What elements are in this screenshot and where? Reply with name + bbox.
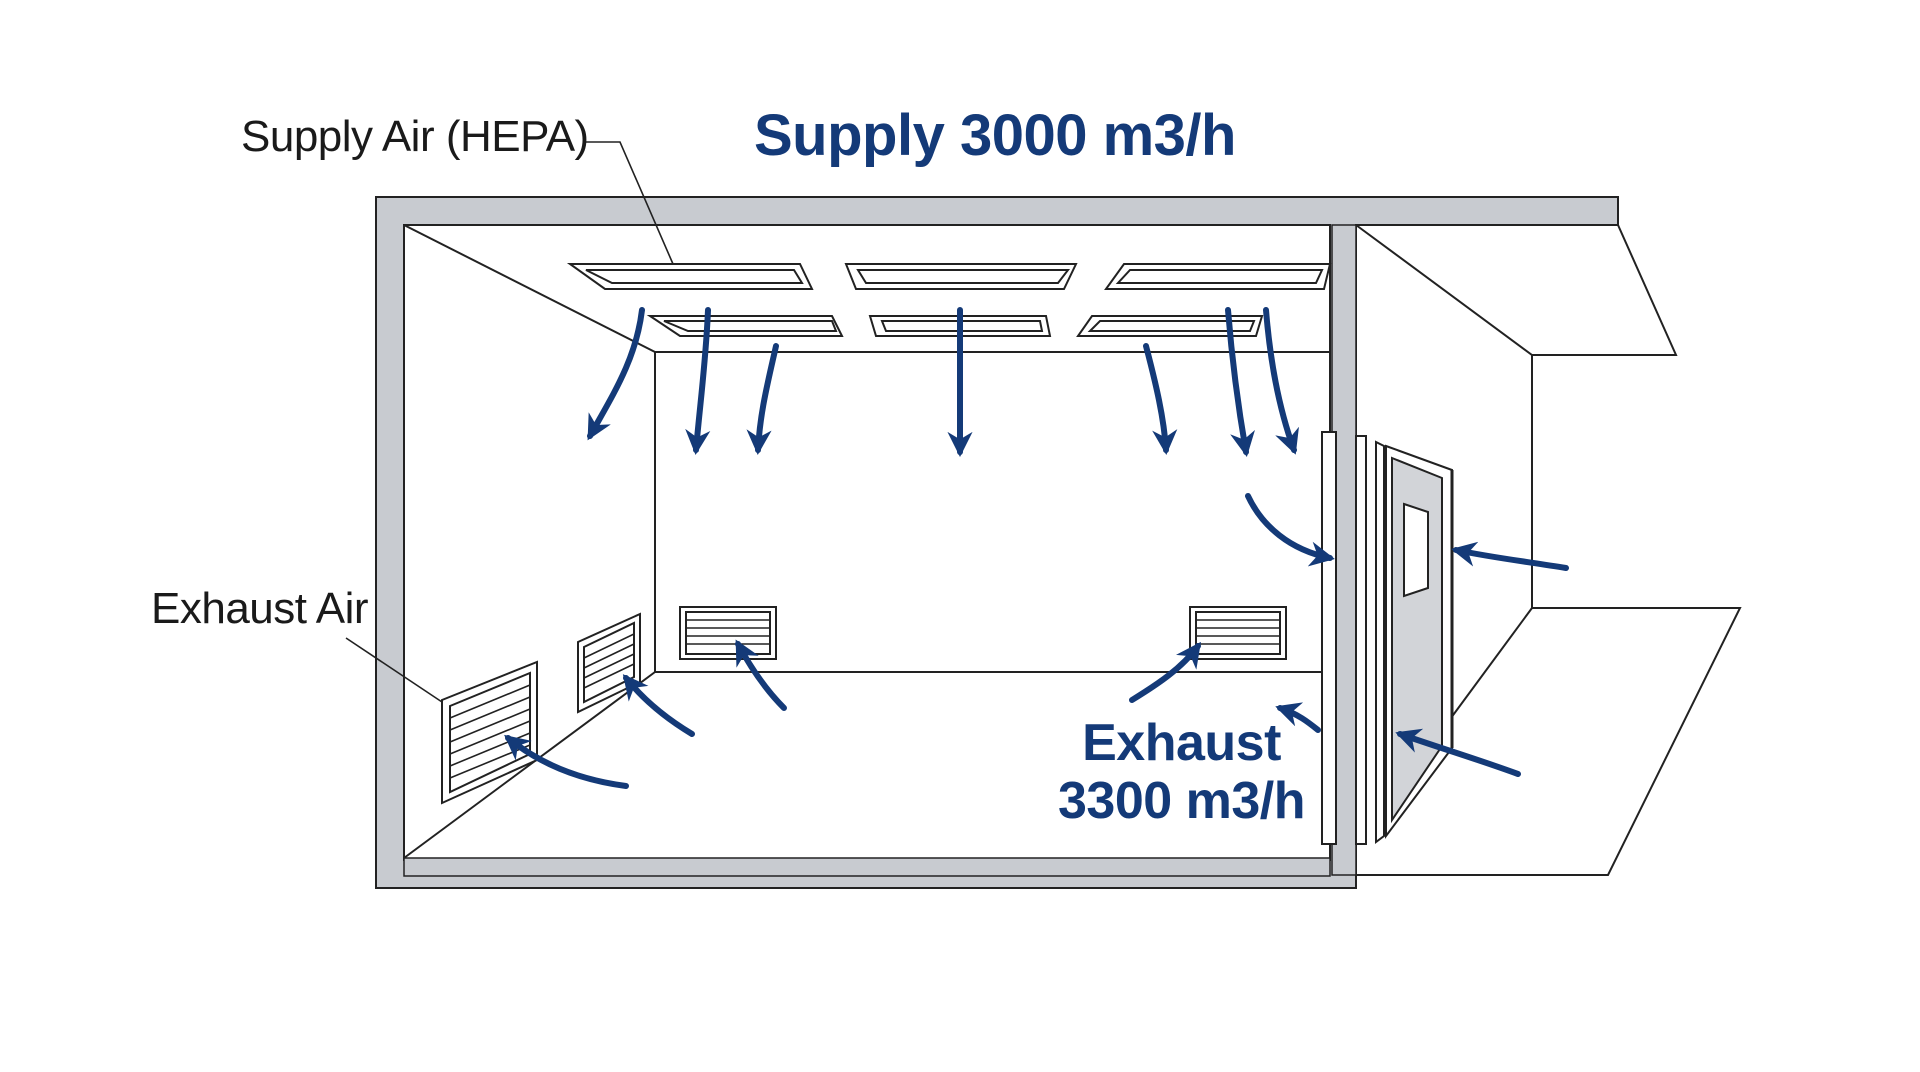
exhaust-flow-title: Exhaust (1082, 714, 1281, 772)
leader-lines (345, 141, 674, 703)
exhaust-air-label: Exhaust Air (151, 584, 369, 633)
exhaust-arrow (1451, 541, 1569, 571)
supply-arrow (1143, 343, 1178, 456)
exhaust-arrow (735, 639, 787, 711)
supply-air-label: Supply Air (HEPA) (241, 112, 589, 161)
hepa-diffusers (566, 263, 1332, 337)
floor-strip (403, 857, 1331, 877)
supply-arrows (587, 307, 1299, 458)
supply-flow-label: Supply 3000 m3/h (754, 103, 1236, 168)
room-perspective (403, 224, 1330, 859)
supply-arrow (685, 307, 711, 456)
exhaust-air-leader (345, 637, 443, 703)
exhaust-arrow (1129, 641, 1201, 703)
supply-arrow (1225, 307, 1255, 457)
supply-arrow (1263, 307, 1299, 455)
supply-air-leader (586, 141, 674, 265)
exhaust-arrow (1245, 493, 1335, 567)
exhaust-arrow (1395, 728, 1521, 777)
supply-arrow (587, 307, 645, 441)
exhaust-arrow (1275, 702, 1321, 733)
exhaust-flow-value: 3300 m3/h (1058, 772, 1306, 830)
door-window (1403, 502, 1429, 598)
exhaust-flow-label: Exhaust 3300 m3/h (1058, 714, 1306, 830)
exhaust-arrow (504, 734, 629, 789)
exhaust-arrow (622, 674, 695, 737)
supply-arrow (746, 343, 779, 456)
exhaust-arrows (504, 493, 1569, 789)
